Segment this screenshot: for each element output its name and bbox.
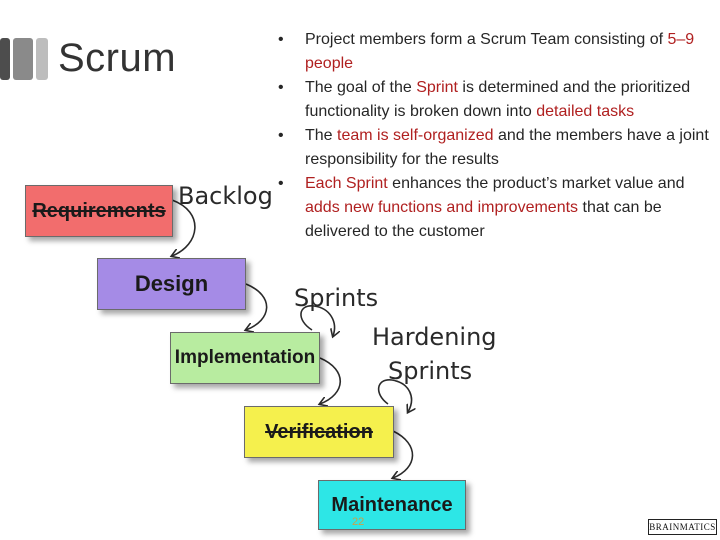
stage-label: Implementation bbox=[174, 347, 316, 368]
bullet-text: Project members form a Scrum Team consis… bbox=[305, 31, 668, 48]
bullet-item: The team is self-organized and the membe… bbox=[278, 124, 718, 172]
arrow-verification-to-maintenance bbox=[393, 430, 414, 478]
loop-hardening-sprints bbox=[377, 379, 412, 412]
bullet-highlight: Each Sprint bbox=[305, 175, 388, 192]
stage-design: Design bbox=[97, 258, 246, 310]
stage-label: Design bbox=[134, 271, 209, 296]
stage-maintenance: Maintenance bbox=[318, 480, 466, 530]
stage-requirements: Requirements bbox=[25, 185, 173, 237]
bullet-item: Each Sprint enhances the product’s marke… bbox=[278, 172, 718, 244]
stage-implementation: Implementation bbox=[170, 332, 320, 384]
bullet-list: Project members form a Scrum Team consis… bbox=[278, 28, 718, 244]
stage-verification: Verification bbox=[244, 406, 394, 458]
bullet-highlight: 5–9 people bbox=[305, 31, 695, 72]
title-decoration-bar bbox=[0, 38, 10, 80]
stage-label: Verification bbox=[265, 420, 373, 443]
bullet-text: that can be delivered to the customer bbox=[305, 199, 662, 240]
bullet-item: Project members form a Scrum Team consis… bbox=[278, 28, 718, 76]
bullet-text: The goal of the bbox=[305, 79, 417, 96]
bullet-highlight: team is self-organized bbox=[337, 127, 494, 144]
arrow-implementation-to-verification bbox=[320, 357, 342, 404]
bullet-text: The bbox=[305, 127, 338, 144]
arrow-design-to-implementation bbox=[246, 283, 268, 330]
bullet-highlight: adds new functions and improvements bbox=[305, 199, 579, 216]
page-number: 22 bbox=[352, 516, 365, 528]
loop-sprints bbox=[300, 305, 335, 336]
slide-title: Scrum bbox=[58, 36, 177, 80]
bullet-item: The goal of the Sprint is determined and… bbox=[278, 76, 718, 124]
bullet-highlight: Sprint bbox=[416, 79, 458, 96]
arrow-requirements-to-design bbox=[172, 199, 196, 256]
stage-label: Maintenance bbox=[331, 493, 453, 516]
brand-logo: BRAINMATICS bbox=[648, 519, 717, 535]
hardening-sprints-label: Sprints bbox=[388, 357, 473, 385]
bullet-text: and the members have a joint responsibil… bbox=[305, 127, 709, 168]
title-decoration-bar bbox=[13, 38, 33, 80]
sprints-label: Sprints bbox=[294, 284, 379, 312]
title-decoration-bar bbox=[36, 38, 48, 80]
bullet-text: enhances the product’s market value and bbox=[387, 175, 685, 192]
hardening-label: Hardening bbox=[372, 323, 497, 351]
backlog-label: Backlog bbox=[178, 182, 273, 210]
stage-label: Requirements bbox=[32, 199, 166, 222]
bullet-text: is determined and the prioritized functi… bbox=[305, 79, 691, 120]
bullet-highlight: detailed tasks bbox=[536, 103, 635, 120]
